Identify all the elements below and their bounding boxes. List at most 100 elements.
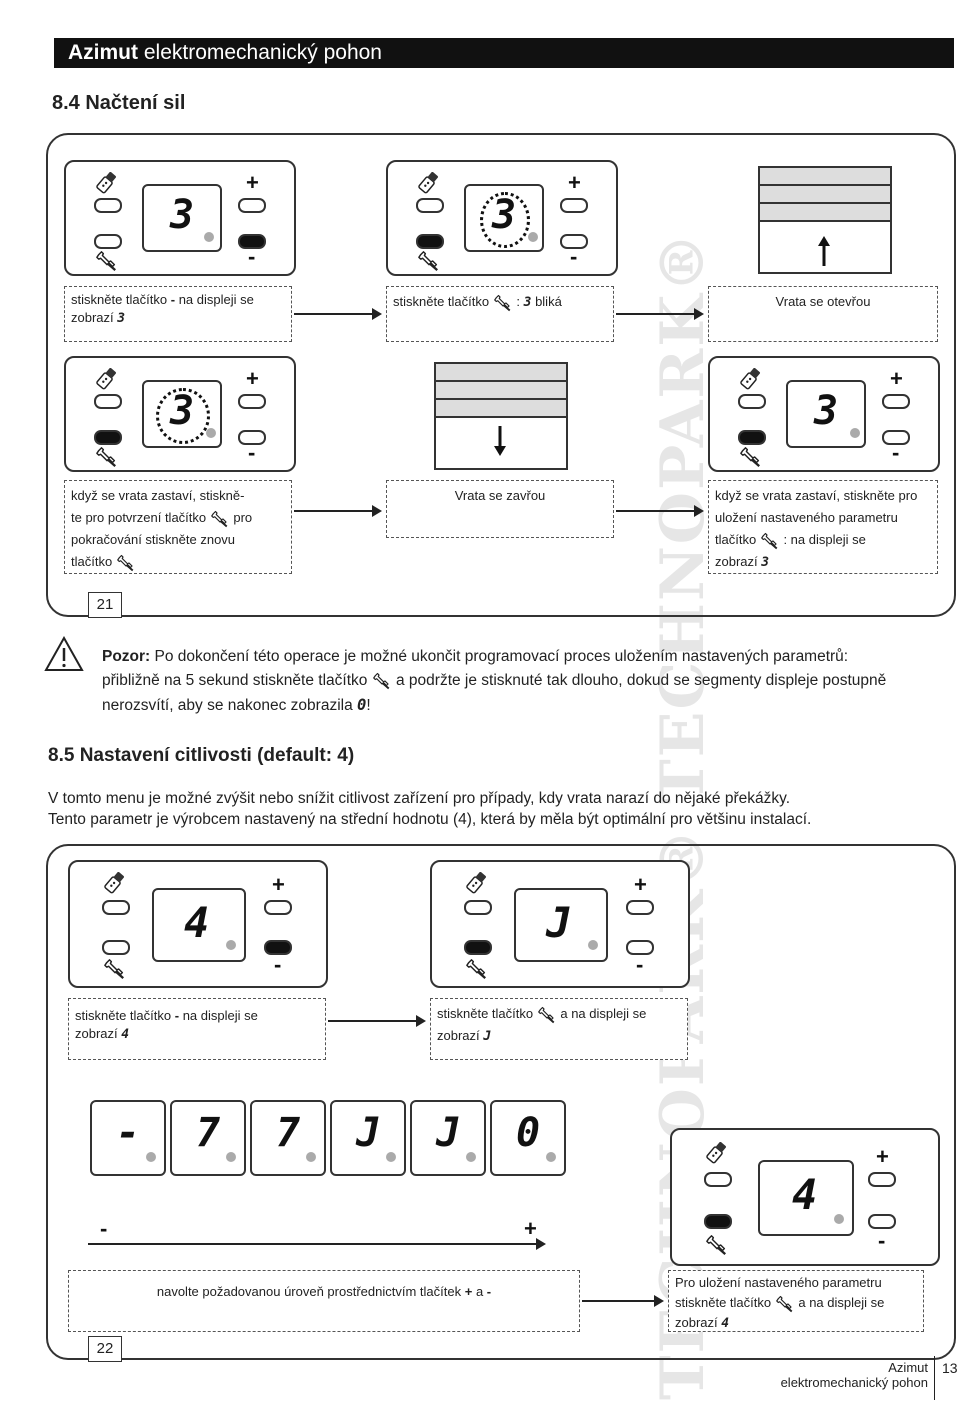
figure-22-number: 22: [88, 1336, 122, 1362]
section-85-para-1: V tomto menu je možné zvýšit nebo snížit…: [48, 790, 791, 807]
plus-button[interactable]: [882, 394, 910, 409]
text: na displeji se: [182, 1008, 258, 1023]
text: zobrazí: [675, 1315, 718, 1330]
plus-label: +: [272, 872, 285, 897]
left-bottom-button[interactable]: [94, 234, 122, 249]
level-display-digit: -: [116, 1110, 141, 1156]
display-dot: [588, 940, 598, 950]
text: a: [475, 1284, 484, 1299]
text: pro: [233, 510, 253, 525]
minus-button[interactable]: [626, 940, 654, 955]
plus-button[interactable]: [238, 198, 266, 213]
display-dot: [306, 1152, 316, 1162]
control-panel-4: 3 + -: [64, 356, 296, 472]
flow-arrow: [616, 313, 696, 315]
wrench-icon: [740, 446, 762, 468]
control-panel-1: 3 + -: [64, 160, 296, 276]
warning-icon: [44, 636, 84, 671]
minus-label: -: [636, 952, 644, 977]
remote-icon: [104, 872, 126, 894]
text: uložení nastaveného parametru: [715, 510, 898, 525]
wrench-icon: [116, 554, 136, 572]
plus-label: +: [246, 170, 259, 195]
text: te pro potvrzení tlačítko: [71, 510, 207, 525]
footer-divider: [934, 1356, 935, 1400]
text: navolte požadovanou úroveň prostřednictv…: [156, 1284, 462, 1299]
arrow-right-icon: [694, 505, 704, 517]
remote-icon: [418, 172, 440, 194]
text: zobrazí: [715, 554, 758, 569]
display-dot: [850, 428, 860, 438]
warning-text: Pozor: Po dokončení této operace je možn…: [102, 645, 958, 718]
wrench-icon: [760, 532, 780, 550]
plus-button[interactable]: [264, 900, 292, 915]
left-bottom-button[interactable]: [94, 430, 122, 445]
control-panel-a: 4 + -: [68, 860, 328, 988]
minus-button[interactable]: [238, 430, 266, 445]
control-panel-b: J + -: [430, 860, 690, 988]
arrow-right-icon: [416, 1015, 426, 1027]
display-digit-inline: J: [483, 1029, 492, 1044]
text: zobrazí: [71, 310, 114, 325]
display-digit: 4: [792, 1170, 818, 1219]
display-dot: [528, 232, 538, 242]
display: 3: [142, 184, 222, 252]
left-top-button[interactable]: [94, 394, 122, 409]
left-bottom-button[interactable]: [102, 940, 130, 955]
display-dot: [206, 428, 216, 438]
wrench-icon: [493, 294, 513, 312]
display-digit-inline: 3: [117, 311, 126, 326]
display: 4: [152, 888, 246, 962]
wrench-icon: [104, 958, 126, 980]
display-dot: [226, 940, 236, 950]
minus-button[interactable]: [238, 234, 266, 249]
left-top-button[interactable]: [464, 900, 492, 915]
left-bottom-button[interactable]: [416, 234, 444, 249]
level-display: -: [90, 1100, 166, 1176]
footer-brand: Azimut: [888, 1360, 928, 1375]
minus-button[interactable]: [868, 1214, 896, 1229]
left-top-button[interactable]: [102, 900, 130, 915]
level-display: J: [330, 1100, 406, 1176]
text: : na displeji se: [783, 532, 866, 547]
minus-button[interactable]: [560, 234, 588, 249]
display-dot: [546, 1152, 556, 1162]
plus-button[interactable]: [560, 198, 588, 213]
plus-label: +: [246, 366, 259, 391]
text: Vrata se otevřou: [775, 294, 871, 309]
display: 4: [758, 1160, 854, 1236]
arrow-right-icon: [536, 1238, 546, 1250]
gate-open: [758, 166, 892, 274]
left-bottom-button[interactable]: [738, 430, 766, 445]
wrench-icon: [706, 1234, 728, 1256]
display-digit-inline: 4: [121, 1027, 130, 1042]
minus-label: -: [274, 952, 282, 977]
text: Pro uložení nastaveného parametru: [675, 1275, 882, 1290]
left-top-button[interactable]: [416, 198, 444, 213]
text: stiskněte tlačítko: [393, 294, 490, 309]
plus-label: +: [568, 170, 581, 195]
plus-button[interactable]: [868, 1172, 896, 1187]
left-top-button[interactable]: [704, 1172, 732, 1187]
left-top-button[interactable]: [94, 198, 122, 213]
left-bottom-button[interactable]: [704, 1214, 732, 1229]
text: Vrata se zavřou: [454, 488, 546, 503]
text-line: tlačítko : na displeji se: [715, 529, 931, 551]
wrench-icon: [210, 510, 230, 528]
level-display: 7: [170, 1100, 246, 1176]
display-digit-inline: 3: [523, 295, 532, 310]
text: tlačítko: [71, 554, 113, 569]
level-axis: [88, 1243, 538, 1245]
flow-arrow: [294, 510, 374, 512]
minus-button[interactable]: [882, 430, 910, 445]
display-dot: [146, 1152, 156, 1162]
control-panel-c: 4 + -: [670, 1128, 940, 1266]
left-bottom-button[interactable]: [464, 940, 492, 955]
minus-label: -: [570, 244, 578, 269]
left-top-button[interactable]: [738, 394, 766, 409]
minus-button[interactable]: [264, 940, 292, 955]
plus-button[interactable]: [238, 394, 266, 409]
gate-slat: [760, 186, 890, 204]
text: stiskněte tlačítko: [437, 1006, 534, 1021]
plus-button[interactable]: [626, 900, 654, 915]
